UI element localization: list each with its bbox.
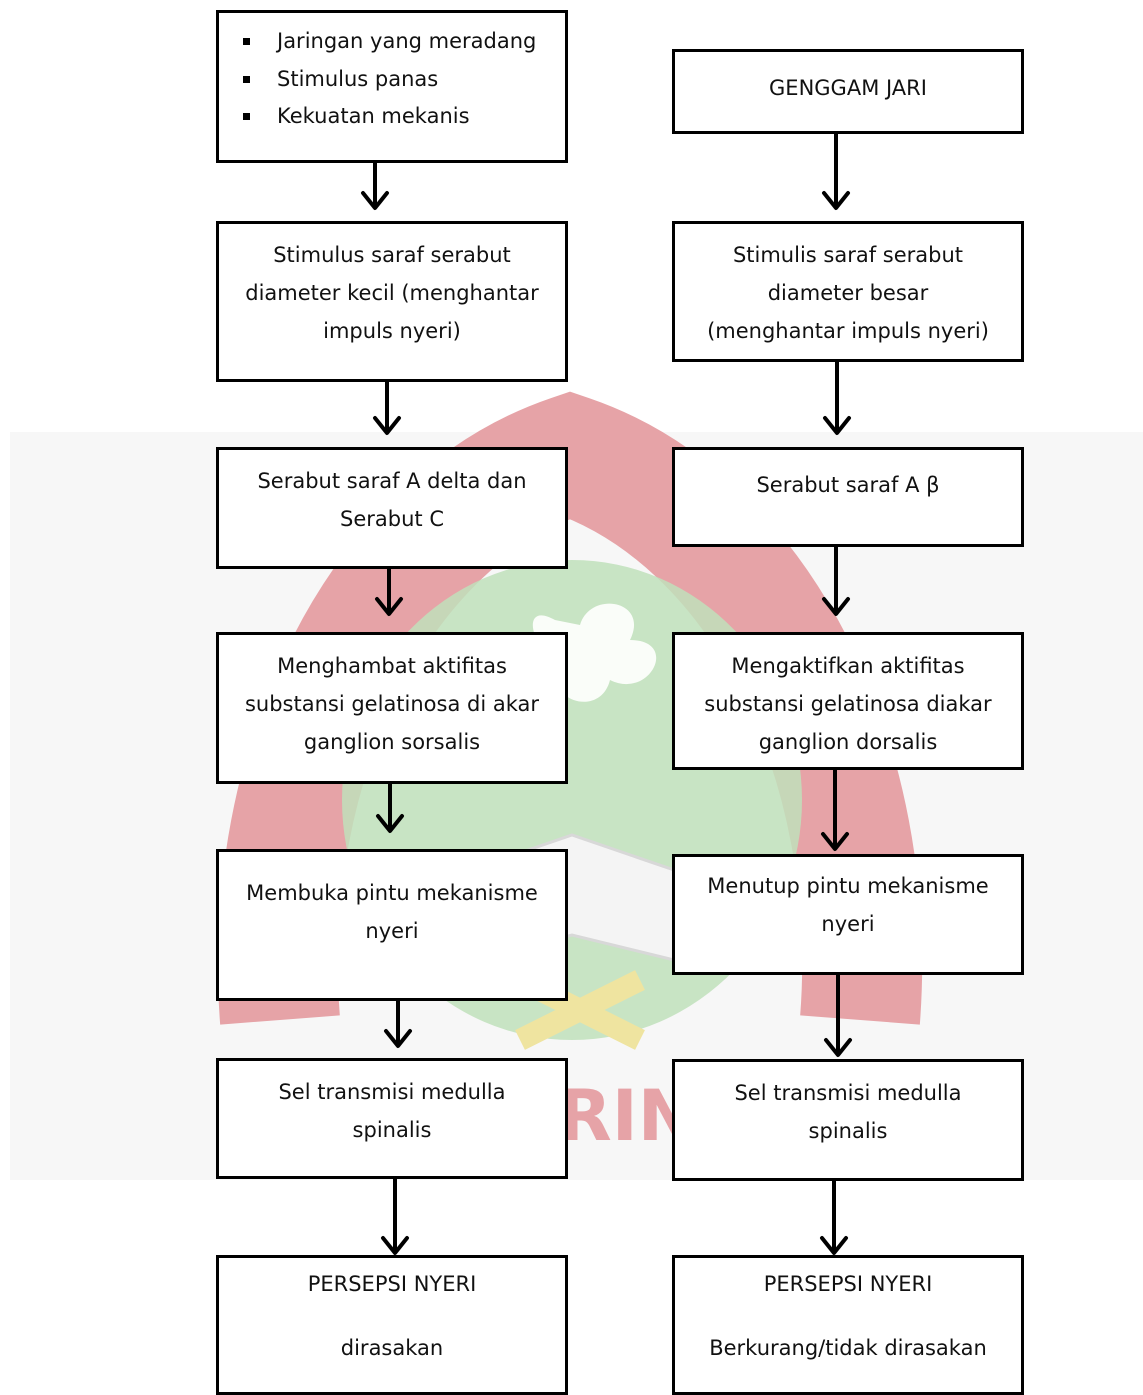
right-box-finger-grip: GENGGAM JARI bbox=[672, 49, 1024, 134]
box-line: substansi gelatinosa diakar bbox=[704, 692, 992, 716]
cause-item: Jaringan yang meradang bbox=[219, 23, 565, 61]
right-box-activate-gelatinosa: Mengaktifkan aktifitas substansi gelatin… bbox=[672, 632, 1024, 770]
box-line: PERSEPSI NYERI bbox=[307, 1272, 477, 1296]
box-line bbox=[675, 1300, 1021, 1332]
box-line: GENGGAM JARI bbox=[769, 76, 927, 100]
box-line: Menutup pintu mekanisme bbox=[707, 874, 989, 898]
box-line: Berkurang/tidak dirasakan bbox=[709, 1336, 987, 1360]
cause-item: Kekuatan mekanis bbox=[219, 98, 565, 136]
arrow-left-4 bbox=[376, 781, 404, 833]
box-line: (menghantar impuls nyeri) bbox=[707, 319, 989, 343]
right-box-transmission-cells: Sel transmisi medulla spinalis bbox=[672, 1059, 1024, 1181]
causes-list: Jaringan yang meradang Stimulus panas Ke… bbox=[219, 23, 565, 136]
arrow-right-5 bbox=[824, 972, 852, 1057]
arrow-right-4 bbox=[821, 767, 849, 851]
cause-item: Stimulus panas bbox=[219, 61, 565, 99]
box-line: Stimulis saraf serabut bbox=[732, 243, 964, 267]
box-line: diameter besar bbox=[767, 281, 929, 305]
box-line: Serabut saraf A delta dan bbox=[257, 469, 527, 493]
arrow-left-6 bbox=[381, 1176, 409, 1255]
right-box-pain-perception: PERSEPSI NYERI Berkurang/tidak dirasakan bbox=[672, 1255, 1024, 1395]
box-line: Membuka pintu mekanisme bbox=[246, 881, 538, 905]
box-line: dirasakan bbox=[340, 1336, 444, 1360]
arrow-left-2 bbox=[373, 379, 401, 435]
box-line: ganglion sorsalis bbox=[303, 730, 481, 754]
right-box-large-fiber-stimulus: Stimulis saraf serabut diameter besar (m… bbox=[672, 221, 1024, 362]
arrow-left-1 bbox=[361, 160, 389, 210]
box-line: Stimulus saraf serabut bbox=[273, 243, 511, 267]
arrow-right-6 bbox=[820, 1178, 848, 1255]
left-box-transmission-cells: Sel transmisi medulla spinalis bbox=[216, 1058, 568, 1179]
box-line: spinalis bbox=[352, 1118, 432, 1142]
box-line: nyeri bbox=[365, 919, 419, 943]
box-line: spinalis bbox=[808, 1119, 888, 1143]
arrow-right-3 bbox=[822, 544, 850, 616]
left-box-a-delta-c-fibers: Serabut saraf A delta dan Serabut C bbox=[216, 447, 568, 569]
box-line: nyeri bbox=[821, 912, 875, 936]
box-line: impuls nyeri) bbox=[323, 319, 461, 343]
box-line: Sel transmisi medulla bbox=[734, 1081, 962, 1105]
arrow-left-3 bbox=[375, 566, 403, 616]
box-line: Serabut C bbox=[340, 507, 444, 531]
box-line: Mengaktifkan aktifitas bbox=[731, 654, 965, 678]
left-box-inhibit-gelatinosa: Menghambat aktifitas substansi gelatinos… bbox=[216, 632, 568, 784]
box-line: substansi gelatinosa di akar bbox=[244, 692, 540, 716]
box-line: Menghambat aktifitas bbox=[277, 654, 507, 678]
box-line: PERSEPSI NYERI bbox=[763, 1272, 933, 1296]
box-line: diameter kecil (menghantar bbox=[245, 281, 539, 305]
arrow-right-2 bbox=[823, 359, 851, 435]
box-line: Serabut saraf A β bbox=[756, 473, 940, 497]
box-line: Sel transmisi medulla bbox=[278, 1080, 506, 1104]
arrow-left-5 bbox=[384, 998, 412, 1048]
right-box-a-beta-fibers: Serabut saraf A β bbox=[672, 447, 1024, 547]
left-box-pain-perception: PERSEPSI NYERI dirasakan bbox=[216, 1255, 568, 1395]
box-line bbox=[219, 1300, 565, 1332]
left-box-causes: Jaringan yang meradang Stimulus panas Ke… bbox=[216, 10, 568, 163]
right-box-close-gate: Menutup pintu mekanisme nyeri bbox=[672, 854, 1024, 975]
left-box-small-fiber-stimulus: Stimulus saraf serabut diameter kecil (m… bbox=[216, 221, 568, 382]
arrow-right-1 bbox=[822, 131, 850, 210]
box-line: ganglion dorsalis bbox=[758, 730, 938, 754]
left-box-open-gate: Membuka pintu mekanisme nyeri bbox=[216, 849, 568, 1001]
